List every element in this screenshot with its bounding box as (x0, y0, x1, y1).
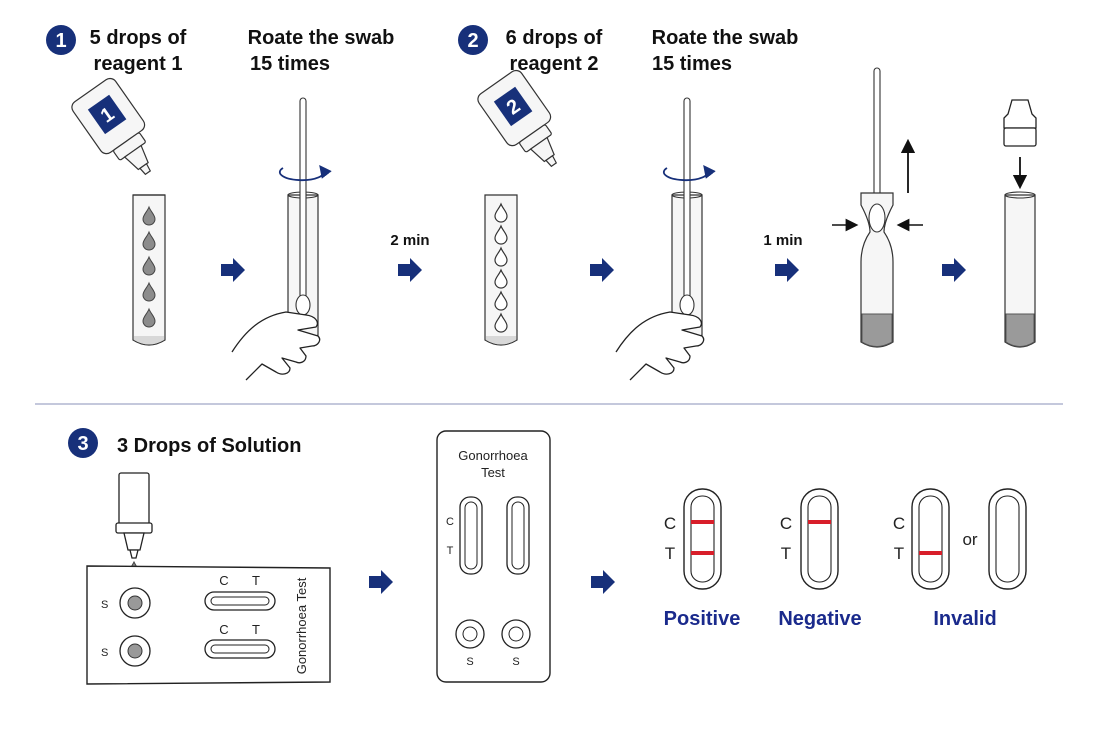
step-1-number: 1 (55, 30, 66, 52)
hand-icon (231, 311, 321, 381)
step-2-line2: reagent 2 (510, 53, 599, 75)
cassette-front-s1: S (466, 656, 473, 668)
control-line (691, 520, 714, 524)
swab-rotation-2 (615, 97, 716, 381)
time-1min: 1 min (763, 232, 802, 249)
reagent-drops (494, 202, 508, 333)
squeeze-tube (832, 67, 923, 348)
rotate-line2-b: 15 times (652, 53, 732, 75)
right-arrow-icon (942, 258, 966, 282)
result-positive-t: T (665, 544, 675, 563)
cassette-side-t2: T (252, 622, 260, 637)
rotate-line2-a: 15 times (250, 53, 330, 75)
step-2-line1: 6 drops of (506, 27, 603, 49)
right-arrow-icon (369, 570, 393, 594)
bottle-label-2 (493, 86, 533, 127)
cassette-side-c1: C (219, 573, 228, 588)
result-negative-label: Negative (778, 608, 861, 630)
right-arrow-icon (775, 258, 799, 282)
cassette-front-c: C (446, 516, 454, 528)
right-arrow-icon (221, 258, 245, 282)
result-or: or (962, 530, 977, 549)
result-positive: C T Positive (664, 488, 741, 630)
bottle-label-1 (87, 94, 127, 135)
result-positive-c: C (664, 514, 676, 533)
rotate-line1-b: Roate the swab (652, 27, 799, 49)
step-1-badge (46, 25, 76, 55)
test-tube-icon (132, 194, 166, 346)
reagent-bottle-icon: 2 (477, 69, 558, 168)
reagent-bottle-icon: 1 (71, 77, 152, 176)
dropper-cap-icon (1003, 99, 1037, 129)
result-negative-t: T (781, 544, 791, 563)
step-3-number: 3 (77, 433, 88, 455)
result-invalid: C T or Invalid (893, 488, 1027, 630)
cap-tube (1003, 99, 1037, 348)
rotate-line1-a: Roate the swab (248, 27, 395, 49)
time-2min: 2 min (390, 232, 429, 249)
result-invalid-label: Invalid (933, 608, 996, 630)
swab-icon (683, 97, 691, 309)
step-2-header: 2 6 drops of reagent 2 (458, 25, 603, 75)
test-line (691, 551, 714, 555)
cassette-side-t1: T (252, 573, 260, 588)
step-3-badge (68, 428, 98, 458)
test-cassette-icon: Gonorrhoea Test C T S S (436, 430, 551, 683)
step-2-badge (458, 25, 488, 55)
rotate-arrow-icon (278, 164, 332, 182)
reagent-drops (142, 205, 156, 328)
right-arrow-icon (591, 570, 615, 594)
test-tube-icon (484, 194, 518, 346)
step-1-line2: reagent 1 (94, 53, 183, 75)
cassette-side-c2: C (219, 622, 228, 637)
result-positive-label: Positive (664, 608, 741, 630)
cassette-front-title1: Gonorrhoea (458, 448, 528, 463)
cassette-side-s2: S (101, 647, 108, 659)
test-cassette-icon: S S C T C T Gonorrhoea Test (86, 565, 331, 685)
swab-icon (299, 97, 307, 309)
swab-rotation-1 (231, 97, 332, 381)
rotate-arrow-icon (662, 164, 716, 182)
step-1-line1: 5 drops of (90, 27, 187, 49)
result-negative: C T Negative (778, 488, 862, 630)
result-invalid-c: C (893, 514, 905, 533)
right-arrow-icon (590, 258, 614, 282)
step-1-header: 1 5 drops of reagent 1 (46, 25, 187, 75)
cassette-front-s2: S (512, 656, 519, 668)
cassette-front-t: T (447, 545, 454, 557)
control-line (808, 520, 831, 524)
step-3-label: 3 Drops of Solution (117, 435, 301, 457)
test-line (919, 551, 942, 555)
right-arrow-icon (398, 258, 422, 282)
step-3-header: 3 3 Drops of Solution (68, 428, 301, 458)
dropper-tube (115, 472, 153, 576)
cassette-side-title: Gonorrhoea Test (294, 577, 309, 674)
step-2-number: 2 (467, 30, 478, 52)
cassette-side-s1: S (101, 599, 108, 611)
hand-icon (615, 311, 705, 381)
result-negative-c: C (780, 514, 792, 533)
result-invalid-t: T (894, 544, 904, 563)
cassette-front-title2: Test (481, 465, 505, 480)
dropper-cap-icon (123, 532, 145, 551)
